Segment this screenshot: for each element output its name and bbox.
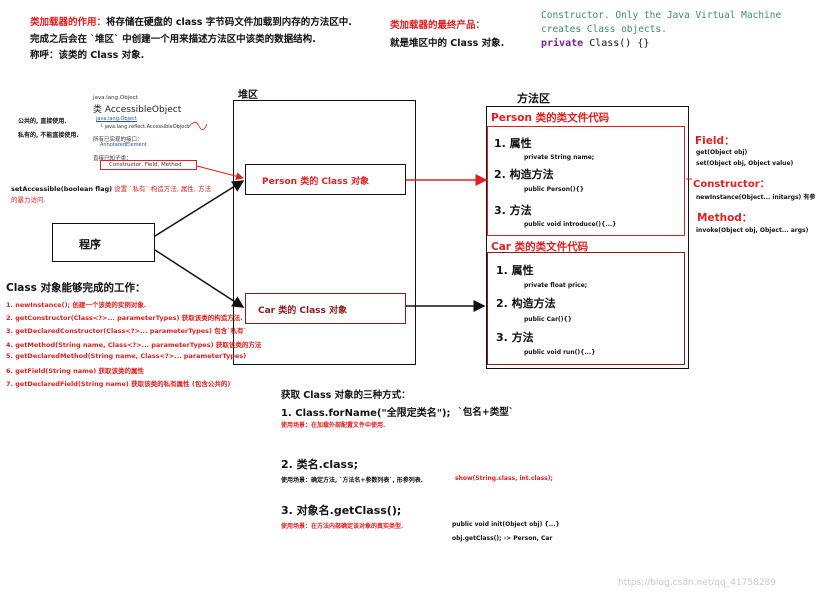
constructor-title: Constructor：	[693, 179, 770, 190]
loader-role-line1: 类加载器的作用：将存储在硬盘的 class 字节码文件加载到内存的方法区中.	[30, 14, 352, 28]
capability-item: 2. getConstructor(Class<?>... parameterT…	[6, 314, 243, 322]
heap-area	[233, 100, 416, 365]
method-area	[486, 106, 689, 369]
snippet-line3: java.lang.Object	[96, 116, 137, 122]
car-method-title: 3. 方法	[496, 331, 534, 344]
code-keyword: private	[541, 38, 584, 49]
way3-scene: 使用场景：在方法内部确定该对象的真实类型.	[281, 523, 404, 530]
person-attr-code: private String name;	[524, 154, 595, 161]
person-ctor-title: 2. 构造方法	[494, 168, 554, 181]
public-note: 公共的, 直接使用.	[18, 118, 67, 125]
way2-scene: 使用场景：确定方法, `方法名+参数列表`, 形参列表.	[281, 477, 424, 484]
way2-example: show(String.class, int.class);	[455, 475, 553, 482]
car-class-object: Car 类的 Class 对象	[245, 293, 406, 324]
code-signature: private Class() {}	[541, 38, 649, 49]
heap-title: 堆区	[238, 90, 258, 101]
snippet-line2: 类 AccessibleObject	[93, 105, 182, 115]
car-ctor-code: public Car(){}	[524, 316, 573, 323]
program-box: 程序	[52, 223, 155, 262]
watermark: https://blog.csdn.net/qq_41758289	[618, 578, 777, 588]
car-attr-title: 1. 属性	[496, 264, 534, 277]
method-area-title: 方法区	[517, 92, 550, 105]
capability-item: 6. getField(String name) 获取该类的属性	[6, 367, 145, 375]
field-get: get(Object obj)	[696, 149, 748, 156]
constructor-new-instance: newInstance(Object... initargs) 有参	[696, 194, 816, 201]
way2-title: 2. 类名.class;	[281, 458, 359, 471]
snippet-line6: AnnotatedElement	[100, 142, 147, 148]
private-note: 私有的, 不能直接使用.	[18, 132, 79, 139]
program-label: 程序	[79, 238, 101, 251]
car-ctor-title: 2. 构造方法	[496, 297, 556, 310]
set-accessible-desc2: 的暴力访问.	[11, 196, 46, 204]
person-file-header: Person 类的类文件代码	[491, 112, 610, 124]
person-ctor-code: public Person(){}	[524, 186, 585, 193]
snippet-line7: 直接已知子类：	[93, 156, 132, 162]
way1-hint: `包名+类型`	[458, 407, 514, 418]
snippet-scribble-icon	[187, 122, 208, 130]
ways-title: 获取 Class 对象的三种方式：	[281, 390, 411, 401]
loader-role-line2: 完成之后会在 `堆区` 中创建一个用来描述方法区中该类的数据结构.	[30, 34, 316, 45]
loader-role-text: 将存储在硬盘的 class 字节码文件加载到内存的方法区中.	[106, 17, 352, 28]
method-title: Method：	[697, 212, 753, 224]
way1-title: 1. Class.forName("全限定类名");	[281, 408, 451, 419]
person-file-box: 1. 属性 private String name; 2. 构造方法 publi…	[487, 126, 685, 236]
snippet-line5: 所有已实现的接口：	[93, 137, 143, 143]
final-product-text: 就是堆区中的 Class 对象.	[390, 38, 505, 49]
car-class-object-label: Car 类的 Class 对象	[258, 306, 347, 316]
set-accessible-label: setAccessible(boolean flag)	[11, 185, 113, 193]
code-rest: Class() {}	[589, 38, 650, 49]
capability-item: 5. getDeclaredMethod(String name, Class<…	[6, 352, 247, 360]
car-file-box: 1. 属性 private float price; 2. 构造方法 publi…	[487, 252, 685, 365]
way1-scene: 使用场景：在加载外部配置文件中使用.	[281, 422, 386, 429]
loader-role-title: 类加载器的作用：	[30, 17, 107, 28]
car-attr-code: private float price;	[524, 282, 588, 289]
way3-example2: obj.getClass(); -> Person, Car	[452, 535, 553, 542]
person-attr-title: 1. 属性	[494, 137, 532, 150]
loader-role-line3: 称呼：该类的 Class 对象.	[30, 50, 145, 61]
snippet-subclasses-box: Constructor, Field, Method	[100, 160, 197, 170]
way3-example1: public void init(Object obj) {...}	[452, 521, 560, 528]
field-title: Field：	[695, 135, 735, 147]
code-comment-1: Constructor. Only the Java Virtual Machi…	[541, 10, 782, 21]
method-invoke: invoke(Object obj, Object... args)	[696, 227, 809, 234]
field-set: set(Object obj, Object value)	[696, 160, 794, 167]
capability-item: 3. getDeclaredConstructor(Class<?>... pa…	[6, 327, 247, 335]
capability-item: 7. getDeclaredField(String name) 获取该类的私有…	[6, 380, 231, 388]
set-accessible-desc: 设置 `私有` 构造方法, 属性, 方法	[114, 185, 212, 193]
person-method-code: public void introduce(){...}	[524, 221, 617, 228]
car-method-code: public void run(){...}	[524, 349, 596, 356]
way3-title: 3. 对象名.getClass();	[281, 504, 402, 517]
person-method-title: 3. 方法	[494, 204, 532, 217]
person-class-object-label: Person 类的 Class 对象	[262, 177, 369, 187]
person-class-object: Person 类的 Class 对象	[245, 164, 406, 195]
snippet-line1: java.lang.Object	[93, 95, 138, 101]
capability-item: 1. newInstance(); 创建一个该类的实例对象.	[6, 301, 147, 309]
arrow-program-to-car	[154, 249, 245, 308]
snippet-line8: Constructor, Field, Method	[109, 162, 182, 168]
car-file-header: Car 类的类文件代码	[491, 241, 589, 253]
code-comment-2: creates Class objects.	[541, 24, 667, 35]
set-accessible-line: setAccessible(boolean flag) 设置 `私有` 构造方法…	[11, 183, 211, 193]
capability-item: 4. getMethod(String name, Class<?>... pa…	[6, 341, 262, 349]
snippet-line4: └ java.lang.reflect.AccessibleObject	[100, 124, 190, 130]
capabilities-title: Class 对象能够完成的工作：	[6, 282, 146, 294]
final-product-title: 类加载器的最终产品：	[390, 20, 486, 31]
